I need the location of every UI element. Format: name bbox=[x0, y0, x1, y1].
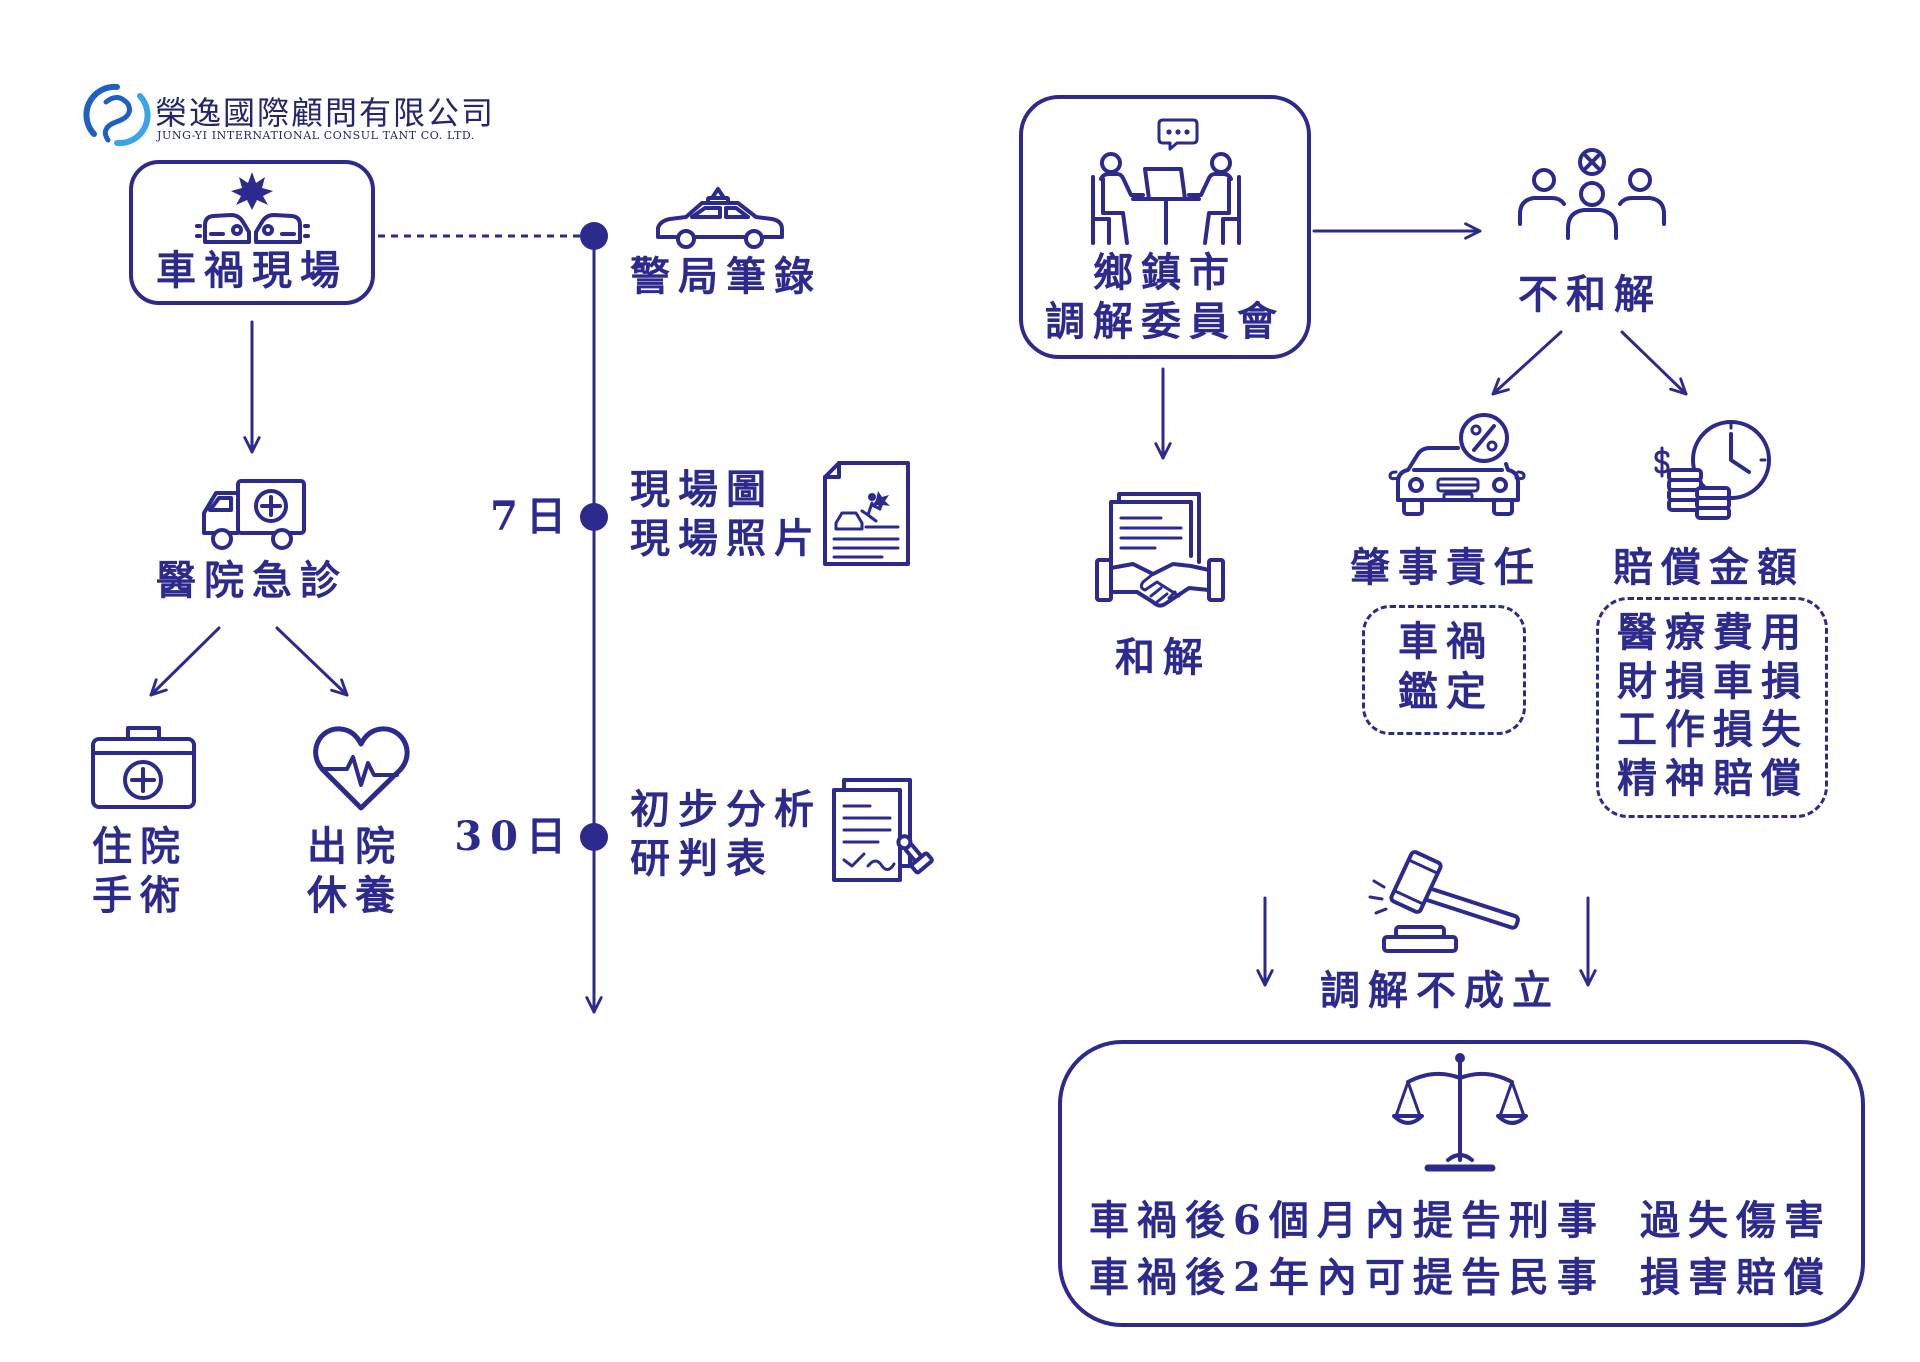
compensation-item-medical: 醫療費用 bbox=[1617, 609, 1809, 656]
inpatient-surgery-label: 住院 手術 bbox=[92, 822, 188, 920]
signed-document-icon bbox=[830, 778, 935, 883]
liability-detail-box bbox=[1362, 605, 1526, 735]
criminal-deadline-text: 車禍後6個月內提告刑事 bbox=[1089, 1197, 1605, 1244]
hospital-emergency-label: 醫院急診 bbox=[156, 557, 348, 604]
scene-docs-line-1: 現場圖 bbox=[630, 466, 774, 513]
analysis-line-1: 初步分析 bbox=[630, 786, 822, 833]
inpatient-line-2: 手術 bbox=[92, 872, 188, 919]
compensation-item-property: 財損車損 bbox=[1617, 657, 1809, 705]
mediation-failed-label: 調解不成立 bbox=[1320, 967, 1560, 1014]
company-name: 榮逸國際顧問有限公司 bbox=[155, 94, 496, 132]
group-reject-icon bbox=[1516, 148, 1668, 240]
day-30-label: 30日 bbox=[454, 813, 574, 860]
compensation-items-box bbox=[1596, 597, 1828, 818]
car-crash-icon bbox=[195, 172, 310, 246]
compensation-label: 賠償金額 bbox=[1613, 544, 1805, 591]
compensation-items-list: 醫療費用 財損車損 工作損失 精神賠償 bbox=[1617, 609, 1809, 803]
timeline-dot-police bbox=[580, 222, 608, 250]
accident-scene-box bbox=[129, 160, 375, 305]
gavel-icon bbox=[1366, 849, 1526, 954]
money-clock-icon bbox=[1653, 418, 1772, 523]
accident-report-icon bbox=[822, 461, 911, 566]
assessment-line-1: 車禍 bbox=[1398, 618, 1494, 665]
no-settlement-label: 不和解 bbox=[1518, 271, 1662, 318]
heartbeat-icon bbox=[311, 723, 412, 812]
handshake-contract-icon bbox=[1095, 492, 1225, 609]
discharge-line-2: 休養 bbox=[307, 872, 403, 919]
timeline-dot-day7 bbox=[580, 503, 608, 531]
ambulance-icon bbox=[200, 477, 308, 551]
arrow-no-settlement-to-compensation bbox=[1620, 330, 1688, 396]
liability-label: 肇事責任 bbox=[1350, 544, 1542, 591]
civil-claim-text: 損害賠償 bbox=[1640, 1254, 1832, 1301]
arrow-no-settlement-to-liability bbox=[1491, 330, 1563, 396]
mediation-meeting-icon bbox=[1089, 117, 1243, 246]
day-7-label: 7日 bbox=[490, 493, 574, 540]
analysis-line-2: 研判表 bbox=[630, 835, 774, 882]
scales-of-justice-icon bbox=[1392, 1052, 1528, 1175]
accident-assessment-label: 車禍 鑑定 bbox=[1398, 617, 1494, 717]
car-percent-icon bbox=[1388, 412, 1526, 523]
civil-deadline-text: 車禍後2年內可提告民事 bbox=[1089, 1254, 1605, 1301]
police-car-icon bbox=[652, 185, 788, 252]
scene-docs-label: 現場圖 現場照片 bbox=[630, 465, 822, 563]
mediation-committee-box bbox=[1019, 95, 1311, 359]
police-record-label: 警局筆錄 bbox=[630, 253, 822, 300]
compensation-item-mental: 精神賠償 bbox=[1617, 754, 1809, 802]
committee-line-1: 鄉鎮市 bbox=[1093, 249, 1237, 296]
timeline-dot-day30 bbox=[580, 823, 608, 851]
scene-docs-line-2: 現場照片 bbox=[630, 515, 822, 562]
criminal-charge-text: 過失傷害 bbox=[1640, 1197, 1832, 1244]
committee-line-2: 調解委員會 bbox=[1045, 298, 1285, 345]
arrow-hospital-to-discharge bbox=[275, 626, 349, 697]
mediation-committee-label: 鄉鎮市 調解委員會 bbox=[1045, 248, 1285, 346]
discharge-rest-label: 出院 休養 bbox=[307, 822, 403, 920]
accident-scene-label: 車禍現場 bbox=[156, 247, 348, 294]
discharge-line-1: 出院 bbox=[307, 823, 403, 870]
arrow-hospital-to-inpatient bbox=[149, 626, 221, 697]
legal-action-box bbox=[1058, 1040, 1865, 1327]
compensation-item-work-loss: 工作損失 bbox=[1617, 706, 1809, 753]
analysis-label: 初步分析 研判表 bbox=[630, 785, 822, 883]
company-english-name: JUNG-YI INTERNATIONAL CONSUL TANT CO. LT… bbox=[157, 129, 476, 142]
assessment-line-2: 鑑定 bbox=[1398, 668, 1494, 715]
first-aid-kit-icon bbox=[90, 723, 197, 810]
jy-swirl-logo-icon bbox=[83, 83, 151, 147]
inpatient-line-1: 住院 bbox=[92, 823, 188, 870]
settlement-label: 和解 bbox=[1115, 634, 1211, 681]
